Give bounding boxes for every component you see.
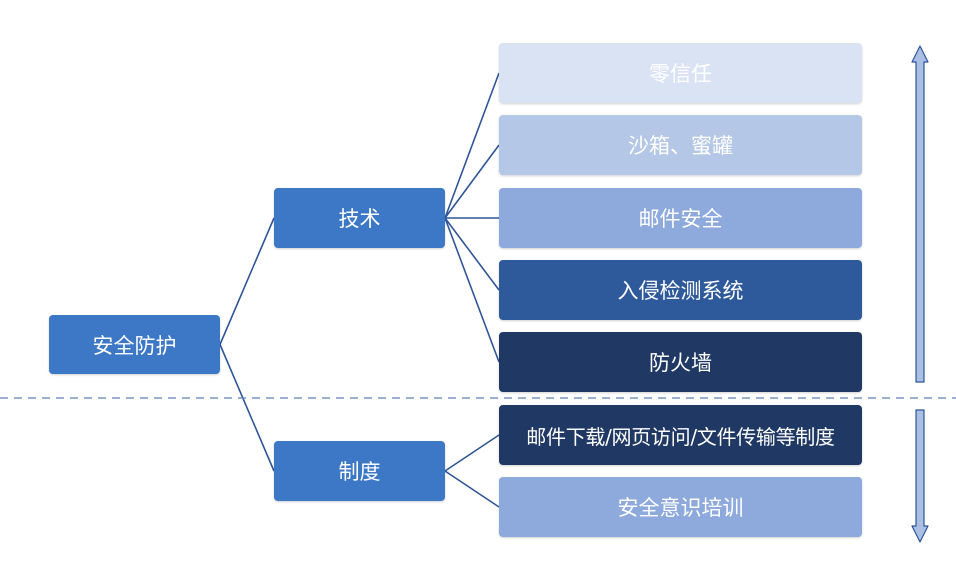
- leaf-node-label: 安全意识培训: [617, 496, 744, 520]
- root-node-security: 安全防护: [49, 315, 220, 374]
- branch-node-label: 制度: [338, 460, 381, 484]
- double-arrow-up-icon: [911, 45, 929, 383]
- leaf-node-intrusion-detection: 入侵检测系统: [499, 260, 862, 320]
- leaf-node-awareness-training: 安全意识培训: [499, 477, 862, 537]
- leaf-node-sandbox-honeypot: 沙箱、蜜罐: [499, 115, 862, 175]
- leaf-node-label: 防火墙: [649, 351, 712, 375]
- connector-branch-to-leaf: [444, 217, 500, 363]
- leaf-node-firewall: 防火墙: [499, 332, 862, 392]
- connector-branch-to-leaf: [444, 434, 500, 472]
- leaf-node-label: 零信任: [649, 62, 712, 86]
- leaf-node-email-security: 邮件安全: [499, 188, 862, 248]
- connector-branch-to-leaf: [444, 72, 500, 219]
- leaf-node-zero-trust: 零信任: [499, 43, 862, 103]
- connector-branch-to-leaf: [444, 217, 500, 291]
- connector-lines: [219, 72, 500, 508]
- branch-node-label: 技术: [338, 207, 381, 231]
- branch-node-policy: 制度: [274, 441, 445, 501]
- connector-root-to-branch: [219, 217, 275, 345]
- branch-node-technology: 技术: [274, 188, 445, 248]
- connector-branch-to-leaf: [444, 470, 500, 508]
- leaf-node-download-access-policy: 邮件下载/网页访问/文件传输等制度: [499, 405, 862, 465]
- leaf-node-label: 入侵检测系统: [617, 279, 744, 303]
- double-arrow-down-icon: [911, 409, 929, 543]
- leaf-node-label: 邮件安全: [638, 207, 723, 231]
- connector-root-to-branch: [219, 344, 275, 472]
- leaf-node-label: 沙箱、蜜罐: [628, 134, 733, 158]
- leaf-node-label: 邮件下载/网页访问/文件传输等制度: [526, 424, 835, 449]
- root-node-label: 安全防护: [92, 333, 177, 358]
- connector-branch-to-leaf: [444, 144, 500, 219]
